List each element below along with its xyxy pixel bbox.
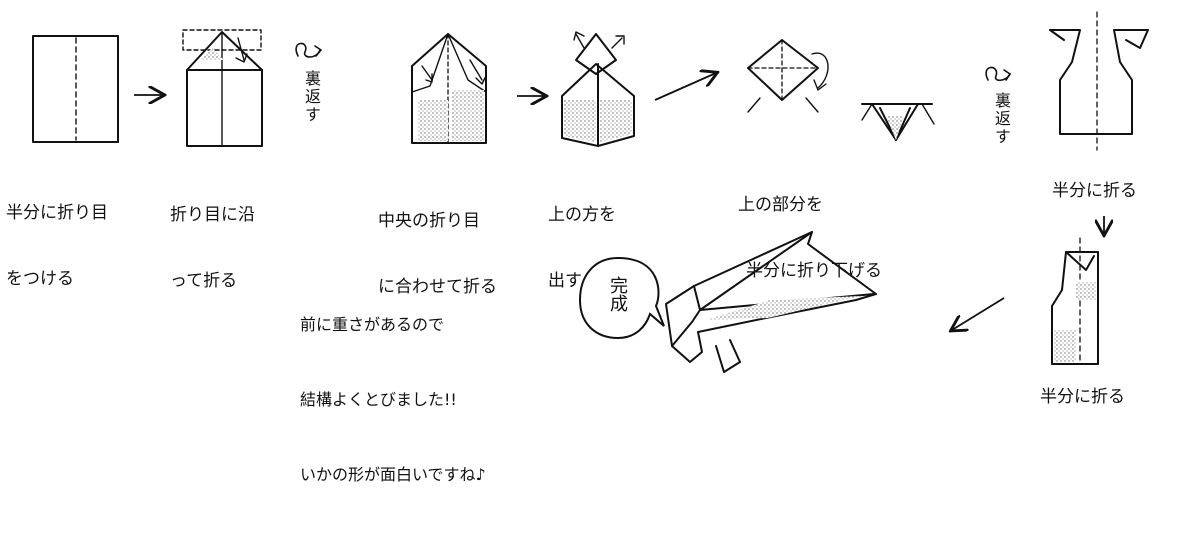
flip2-label: 裏返す (992, 92, 1011, 146)
result-note-line2: 結構よくとびました!! (300, 390, 457, 409)
step4-diagram (561, 31, 635, 147)
step7-caption: 半分に折る (1040, 387, 1125, 407)
step6-caption: 半分に折る (1052, 181, 1137, 201)
step4-caption-line1: 上の方を (548, 205, 616, 225)
step5-caption: 上の部分を 半分に折り下げる (728, 150, 882, 326)
step5-caption-line2: 半分に折り下げる (746, 261, 882, 281)
step-arrow-3 (654, 73, 716, 101)
step3-diagram (411, 33, 487, 144)
step3-caption-line1: 中央の折り目 (378, 211, 480, 231)
step4-caption-line2: 出す (548, 271, 582, 291)
step1-diagram (32, 35, 119, 143)
flip-arrow-1 (295, 42, 323, 58)
flip1-label: 裏返す (302, 70, 321, 124)
step3-caption-line2: に合わせて折る (378, 277, 497, 297)
step2-caption-line1: 折り目に沿 (170, 205, 255, 225)
step7-diagram (1051, 237, 1099, 365)
step4-caption: 上の方を 出す (548, 160, 616, 336)
step1-caption-line1: 半分に折り目 (6, 203, 108, 223)
step6-diagram (1049, 11, 1149, 151)
step2-diagram (182, 29, 263, 147)
speech-bubble-text: 完成 (607, 276, 628, 312)
step2-caption-line2: って折る (170, 271, 238, 291)
step5b-diagram (861, 103, 935, 141)
speech-bubble (578, 256, 665, 340)
step-arrow-5 (952, 297, 1005, 330)
step1-caption-line2: をつける (6, 269, 74, 289)
step3-caption: 中央の折り目 に合わせて折る (378, 166, 497, 342)
result-note-line1: 前に重さがあるので (300, 315, 445, 334)
instruction-drawings (32, 11, 1149, 373)
step5-diagram (747, 39, 829, 113)
final-airplane (665, 231, 877, 373)
result-note: 前に重さがあるので 結構よくとびました!! いかの形が面白いですね♪ (300, 262, 486, 537)
step1-caption: 半分に折り目 をつける (6, 158, 108, 334)
origami-instruction-sheet: 半分に折り目 をつける 折り目に沿 って折る 裏返す 中央の折り目 に合わせて折… (6, 11, 1149, 484)
step2-caption: 折り目に沿 って折る (170, 160, 255, 336)
result-note-line3: いかの形が面白いですね♪ (300, 465, 486, 484)
flip-arrow-2 (985, 66, 1012, 82)
step5-caption-line1: 上の部分を (738, 195, 823, 215)
